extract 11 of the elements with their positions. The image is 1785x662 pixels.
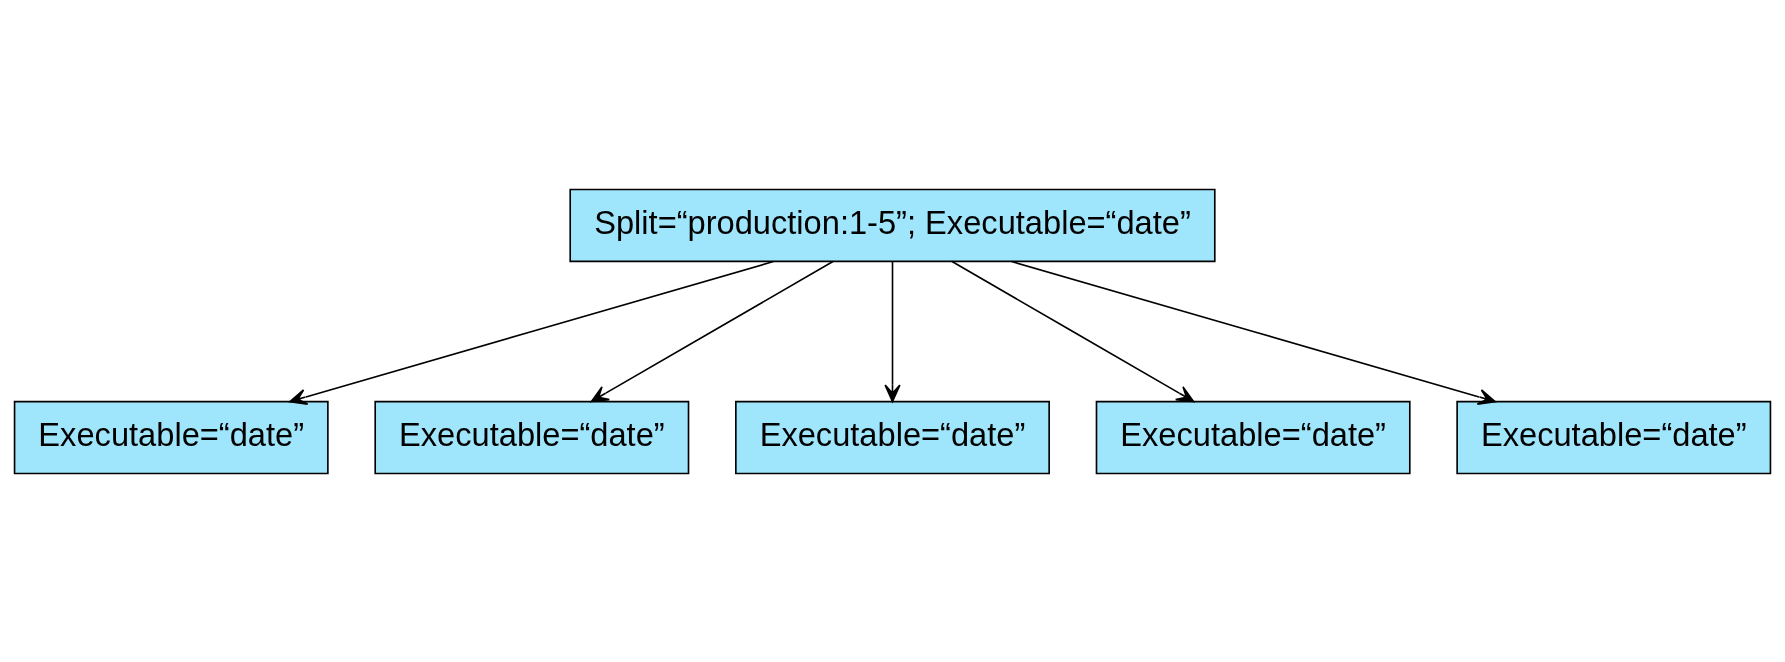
- node-box: Executable=“date”: [1095, 400, 1411, 474]
- node-box: Executable=“date”: [374, 400, 690, 474]
- arrow: [289, 260, 775, 405]
- node-box: Split=“production:1-5”; Executable=“date”: [569, 188, 1216, 262]
- arrow: [951, 260, 1195, 402]
- arrow: [590, 260, 834, 402]
- arrow: [884, 260, 901, 402]
- node-box: Executable=“date”: [735, 400, 1050, 474]
- arrow: [1010, 260, 1496, 405]
- node-box: Executable=“date”: [1456, 400, 1772, 474]
- node-box: Executable=“date”: [13, 400, 329, 474]
